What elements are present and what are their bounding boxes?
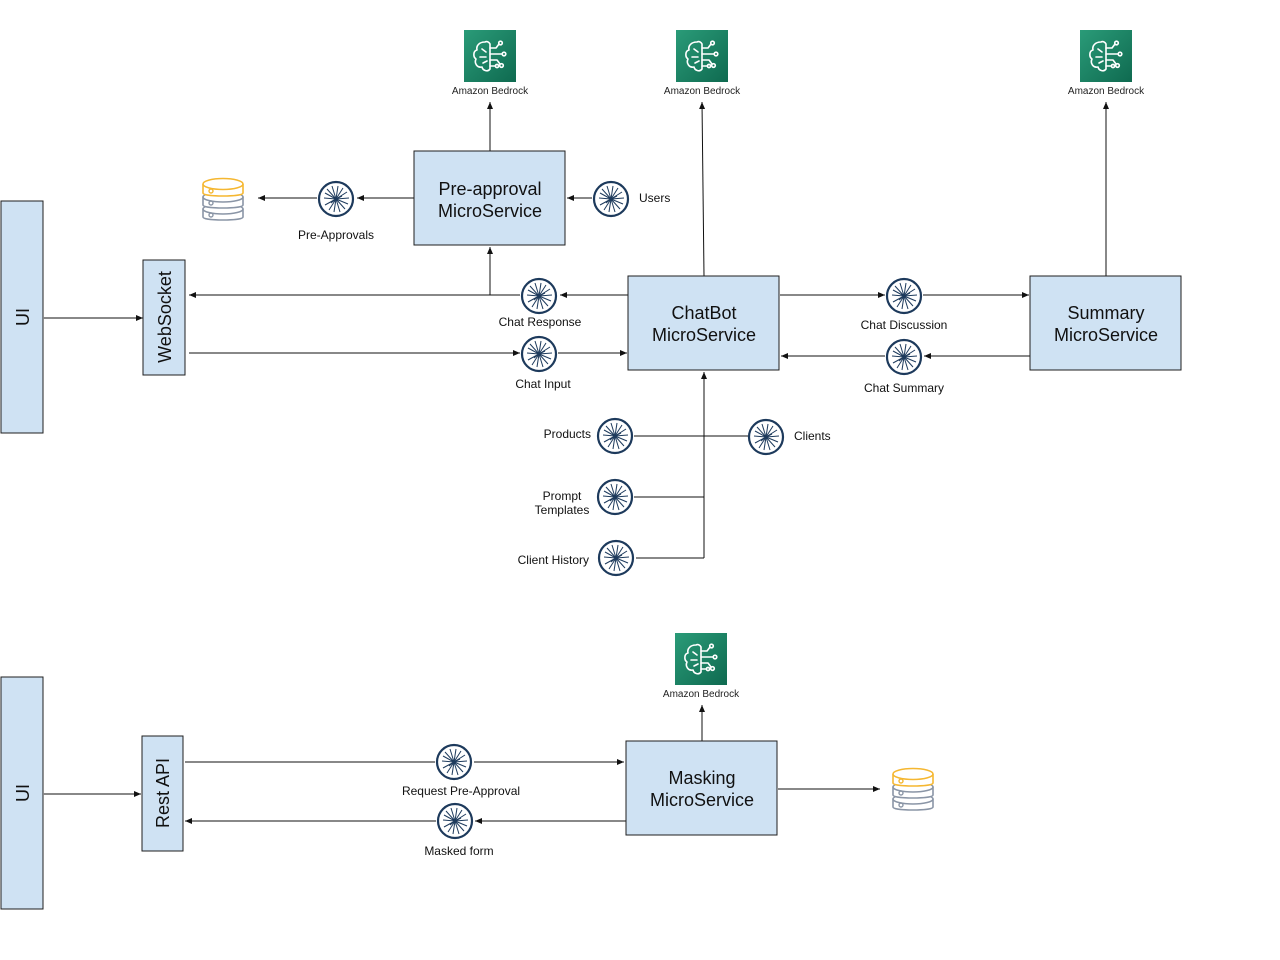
bedrock-masking: Amazon Bedrock [663, 633, 740, 700]
topic-chat-input: Chat Input [515, 335, 571, 391]
topic-label-pre-approvals: Pre-Approvals [298, 228, 374, 242]
kafka-topic-icon [885, 338, 923, 376]
websocket-label: WebSocket [155, 271, 175, 363]
top-connectors [37, 101, 1109, 559]
kafka-topic-icon [520, 335, 558, 373]
bedrock-icon [1080, 30, 1132, 82]
summary-title: Summary [1067, 303, 1144, 323]
topic-label-clients: Clients [794, 429, 831, 443]
preapproval-microservice: Pre-approval MicroService [413, 150, 566, 246]
kafka-topic-icon [747, 418, 785, 456]
topic-label-chat-response: Chat Response [499, 315, 582, 329]
bedrock-icon [676, 30, 728, 82]
topic-chat-discussion: Chat Discussion [861, 277, 948, 332]
topic-label-chat-input: Chat Input [515, 377, 571, 391]
preapproval-title: Pre-approval [438, 179, 541, 199]
summary-microservice: Summary MicroService [1029, 275, 1182, 371]
summary-subtitle: MicroService [1054, 325, 1158, 345]
bedrock-label-2: Amazon Bedrock [664, 86, 741, 97]
ui-label-bottom: UI [13, 784, 33, 802]
bedrock-chatbot: Amazon Bedrock [664, 30, 741, 97]
rest-api-box: Rest API [141, 735, 184, 852]
topic-label-client-history: Client History [518, 553, 589, 567]
kafka-topic-icon [885, 277, 923, 315]
masking-microservice: Masking MicroService [625, 740, 778, 836]
kafka-topic-icon [317, 180, 355, 218]
topic-pre-approvals: Pre-Approvals [298, 180, 374, 242]
websocket-box: WebSocket [142, 259, 186, 376]
topic-request-pre-approval: Request Pre-Approval [402, 743, 520, 798]
ui-panel-bottom: UI [0, 676, 44, 910]
topic-prompt-templates: Prompt Templates [535, 478, 634, 517]
database-icon [202, 177, 244, 221]
kafka-topic-icon [435, 743, 473, 781]
ui-label-top: UI [13, 308, 33, 326]
topic-label-templates: Templates [535, 503, 590, 517]
kafka-topic-icon [592, 180, 630, 218]
topic-label-users: Users [639, 191, 670, 205]
chatbot-microservice: ChatBot MicroService [627, 275, 780, 371]
topic-users: Users [592, 180, 670, 218]
bedrock-icon [675, 633, 727, 685]
bedrock-label-bottom: Amazon Bedrock [663, 689, 740, 700]
kafka-topic-icon [436, 802, 474, 840]
bedrock-icon [464, 30, 516, 82]
topic-clients: Clients [747, 418, 831, 456]
rest-api-label: Rest API [153, 758, 173, 828]
kafka-topic-icon [596, 478, 634, 516]
kafka-topic-icon [596, 417, 634, 455]
topic-label-prompt: Prompt [543, 489, 582, 503]
topic-label-products: Products [544, 427, 591, 441]
topic-label-chat-summary: Chat Summary [864, 381, 944, 395]
chatbot-title: ChatBot [671, 303, 736, 323]
bedrock-label-3: Amazon Bedrock [1068, 86, 1145, 97]
topic-chat-summary: Chat Summary [864, 338, 944, 395]
chatbot-subtitle: MicroService [652, 325, 756, 345]
kafka-topic-icon [597, 539, 635, 577]
chatbot-to-bedrock [699, 101, 706, 277]
database-icon [892, 767, 934, 811]
bedrock-label-1: Amazon Bedrock [452, 86, 529, 97]
bottom-connectors [37, 705, 880, 824]
ui-panel-top: UI [0, 200, 44, 434]
bedrock-preapproval: Amazon Bedrock [452, 30, 529, 97]
bedrock-summary: Amazon Bedrock [1068, 30, 1145, 97]
topic-label-request-pre-approval: Request Pre-Approval [402, 784, 520, 798]
topic-chat-response: Chat Response [499, 277, 582, 329]
kafka-topic-icon [520, 277, 558, 315]
topic-client-history: Client History [518, 539, 635, 577]
masking-subtitle: MicroService [650, 790, 754, 810]
topic-label-chat-discussion: Chat Discussion [861, 318, 948, 332]
topic-products: Products [544, 417, 634, 455]
topic-masked-form: Masked form [424, 802, 494, 858]
preapproval-subtitle: MicroService [438, 201, 542, 221]
masking-title: Masking [668, 768, 735, 788]
topic-label-masked-form: Masked form [424, 844, 493, 858]
